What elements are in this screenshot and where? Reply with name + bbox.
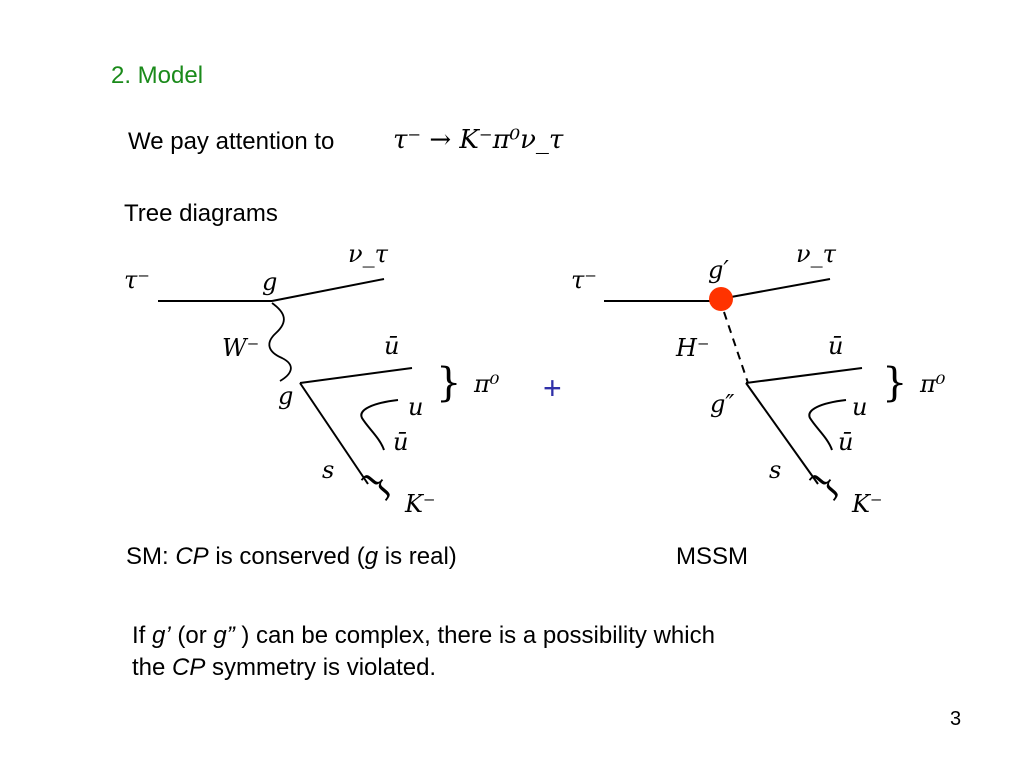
note-g-prime: g’ bbox=[152, 622, 171, 649]
sm-caption-g: g bbox=[364, 543, 379, 570]
plus-sign: + bbox=[543, 370, 562, 406]
mssm-nu-line bbox=[719, 278, 831, 300]
mssm-u-label: u bbox=[852, 393, 868, 421]
note-line2-suffix: symmetry is violated. bbox=[205, 654, 437, 681]
sm-u-ubar-line bbox=[360, 399, 399, 451]
intro-line: We pay attention to τ⁻ → K⁻π⁰ν_τ bbox=[128, 125, 563, 156]
sm-s-line bbox=[299, 382, 369, 485]
note-line1-suffix: ) can be complex, there is a possibility… bbox=[234, 622, 715, 649]
mssm-ubar-bottom-label: ū bbox=[838, 428, 854, 456]
mssm-vertex-dot bbox=[709, 287, 733, 311]
section-title: 2. Model bbox=[111, 62, 204, 89]
sm-s-label: s bbox=[322, 456, 335, 484]
sm-vertex-g-bottom: g bbox=[278, 382, 294, 410]
note-line1-prefix: If bbox=[132, 622, 153, 649]
note-paren-open: (or bbox=[170, 622, 214, 649]
mssm-vertex-g-dprime: g″ bbox=[710, 390, 735, 418]
sm-u-label: u bbox=[408, 393, 424, 421]
mssm-caption: MSSM bbox=[676, 543, 748, 570]
mssm-ubar-top-line bbox=[745, 367, 863, 384]
sm-w-boson-line bbox=[268, 302, 292, 382]
mssm-u-ubar-line bbox=[808, 399, 847, 451]
mssm-h-boson-line bbox=[723, 311, 749, 384]
sm-caption-cp: CP bbox=[175, 543, 209, 570]
mssm-vertex-g-prime: g′ bbox=[708, 256, 729, 284]
sm-nu-label: ν_τ bbox=[348, 240, 388, 268]
mssm-diagram-lines bbox=[604, 278, 863, 485]
sm-caption-mid: is conserved ( bbox=[208, 543, 365, 570]
sm-caption: SM: CP is conserved (g is real) bbox=[126, 543, 457, 571]
cp-violation-note: If g’ (or g” ) can be complex, there is … bbox=[132, 620, 715, 684]
sm-nu-line bbox=[271, 278, 385, 302]
process-equation: τ⁻ → K⁻π⁰ν_τ bbox=[393, 125, 564, 155]
note-cp: CP bbox=[172, 654, 206, 681]
sm-caption-suffix: is real) bbox=[378, 543, 457, 570]
mssm-s-label: s bbox=[769, 456, 782, 484]
mssm-pi-brace: } bbox=[882, 360, 908, 406]
mssm-boson-label: H⁻ bbox=[676, 334, 710, 362]
mssm-nu-label: ν_τ bbox=[796, 240, 836, 268]
tree-diagrams-title: Tree diagrams bbox=[124, 200, 278, 227]
sm-caption-prefix: SM: bbox=[126, 543, 176, 570]
sm-tau-label: τ⁻ bbox=[124, 266, 150, 294]
note-line2-prefix: the bbox=[132, 654, 173, 681]
sm-vertex-g-top: g bbox=[262, 268, 278, 296]
sm-pi-brace: } bbox=[436, 360, 462, 406]
mssm-ubar-top-label: ū bbox=[828, 332, 844, 360]
note-line-2: the CP symmetry is violated. bbox=[132, 652, 715, 684]
mssm-s-line bbox=[745, 382, 819, 485]
page-number: 3 bbox=[950, 708, 962, 730]
mssm-tau-label: τ⁻ bbox=[571, 266, 597, 294]
note-g-dprime: g” bbox=[213, 622, 235, 649]
sm-boson-label: W⁻ bbox=[222, 334, 260, 362]
intro-text: We pay attention to bbox=[128, 128, 335, 155]
mssm-k-label: K⁻ bbox=[852, 490, 883, 518]
mssm-pi-label: π⁰ bbox=[920, 370, 946, 398]
sm-ubar-top-label: ū bbox=[384, 332, 400, 360]
sm-pi-label: π⁰ bbox=[474, 370, 500, 398]
sm-ubar-top-line bbox=[299, 367, 413, 384]
note-line-1: If g’ (or g” ) can be complex, there is … bbox=[132, 620, 715, 652]
sm-diagram-lines bbox=[158, 278, 413, 485]
sm-k-label: K⁻ bbox=[405, 490, 436, 518]
sm-ubar-bottom-label: ū bbox=[393, 428, 409, 456]
